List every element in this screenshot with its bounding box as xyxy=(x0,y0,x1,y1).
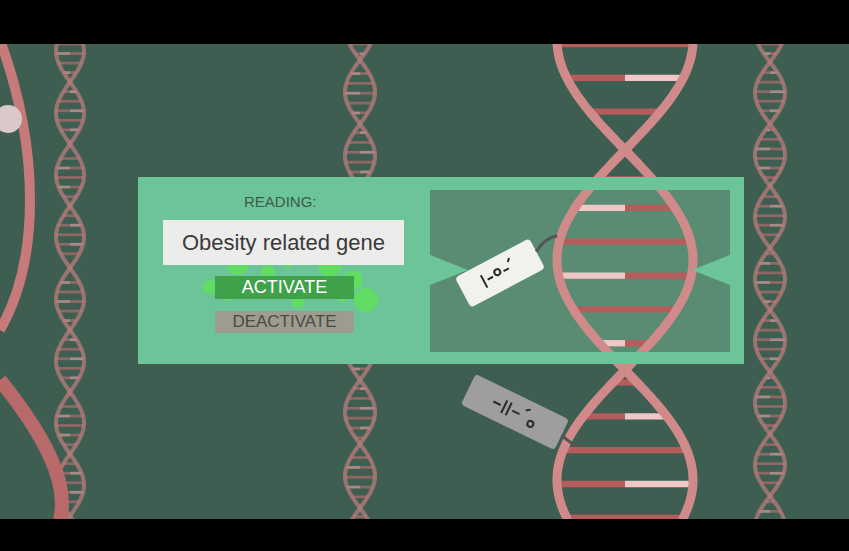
activate-button: ACTIVATE xyxy=(215,276,354,299)
gene-tag xyxy=(461,374,589,460)
panel-illustration xyxy=(138,177,744,364)
button-label: DEACTIVATE xyxy=(232,312,336,332)
gene-name-box: Obesity related gene xyxy=(163,220,404,265)
letterbox-bar xyxy=(0,519,849,551)
deactivate-button: DEACTIVATE xyxy=(215,311,354,333)
dna-helices xyxy=(56,40,785,520)
reading-panel: READING: Obesity related geneACTIVATE DEAC… xyxy=(138,177,744,364)
panel-heading: READING: xyxy=(244,193,317,210)
button-label: Obesity related gene xyxy=(182,230,385,256)
left-strand xyxy=(0,40,30,330)
left-dot xyxy=(0,105,22,133)
letterbox-bar xyxy=(0,0,849,44)
button-label: ACTIVATE xyxy=(242,277,327,298)
left-strand xyxy=(0,380,62,520)
